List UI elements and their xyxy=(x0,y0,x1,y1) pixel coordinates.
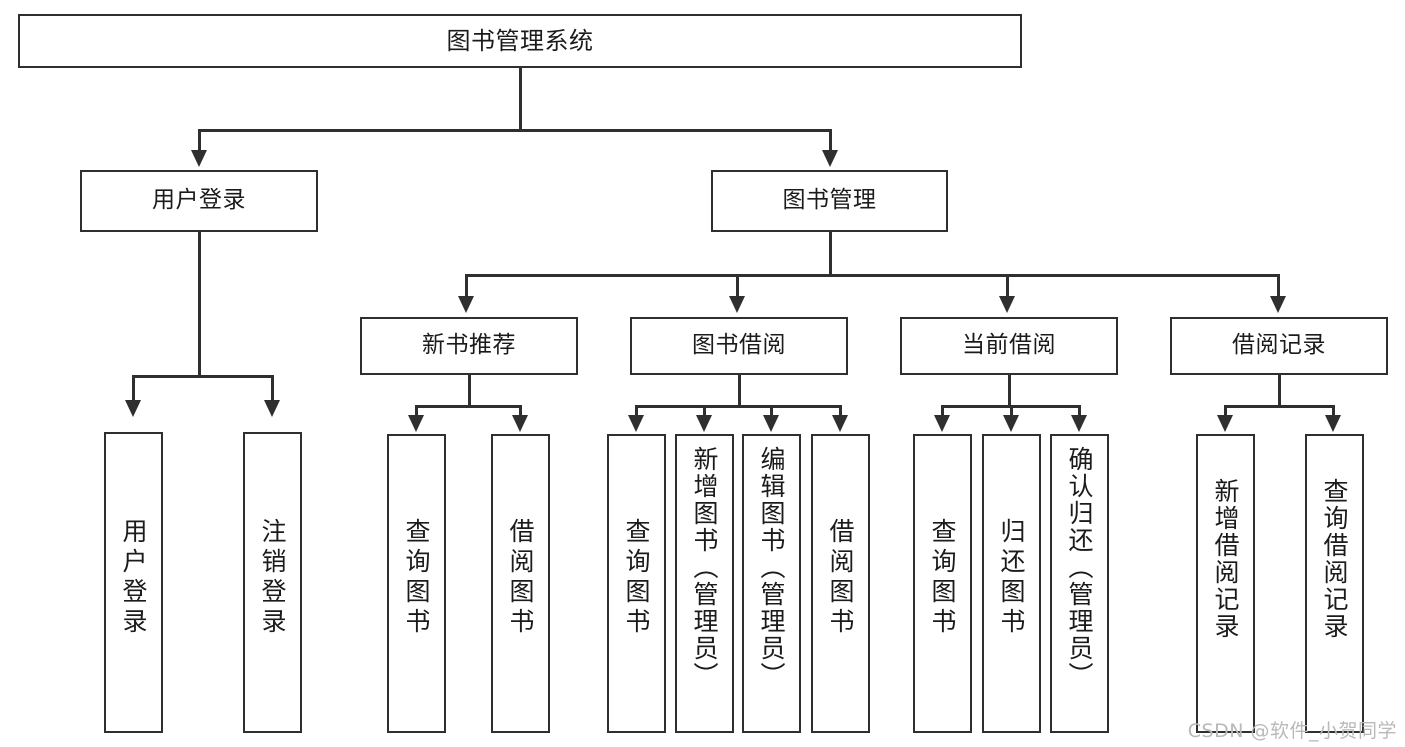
node-book-management[interactable]: 图书管理 xyxy=(711,170,948,232)
node-label: 新书推荐 xyxy=(422,332,516,359)
node-root-book-management-system[interactable]: 图书管理系统 xyxy=(18,14,1022,68)
node-current-borrow[interactable]: 当前借阅 xyxy=(900,317,1118,375)
connector-nbr-drop-1 xyxy=(415,405,418,419)
connector-root-stem xyxy=(519,68,522,131)
node-label: 当前借阅 xyxy=(962,332,1056,359)
node-label: 图书借阅 xyxy=(692,332,786,359)
node-label: 图书管理系统 xyxy=(446,26,594,55)
leaf-current-borrow-return-book[interactable]: 归还图书 xyxy=(982,434,1041,733)
leaf-current-borrow-confirm-return-admin[interactable]: 确认归还（管理员） xyxy=(1050,434,1109,733)
connector-root-drop-2 xyxy=(829,129,832,153)
node-book-borrow[interactable]: 图书借阅 xyxy=(630,317,848,375)
connector-user-login-stem xyxy=(198,232,201,377)
arrow-bm-to-book-borrow xyxy=(729,296,745,313)
arrow-bb-leaf-3 xyxy=(763,415,779,432)
arrow-br-leaf-1 xyxy=(1217,415,1233,432)
connector-cb-drop-1 xyxy=(941,405,944,419)
arrow-bm-to-new-book-recommend xyxy=(458,296,474,313)
leaf-book-borrow-add-book-admin[interactable]: 新增图书（管理员） xyxy=(675,434,734,733)
arrow-bm-to-current-borrow xyxy=(999,296,1015,313)
arrow-bb-leaf-2 xyxy=(696,415,712,432)
leaf-new-book-query-book[interactable]: 查询图书 xyxy=(387,434,446,733)
connector-user-login-drop-2 xyxy=(271,375,274,402)
leaf-book-borrow-edit-book-admin[interactable]: 编辑图书（管理员） xyxy=(742,434,801,733)
connector-bb-stem xyxy=(738,375,741,407)
leaf-book-borrow-query-book[interactable]: 查询图书 xyxy=(607,434,666,733)
connector-cb-drop-2 xyxy=(1010,405,1013,419)
arrow-bb-leaf-4 xyxy=(832,415,848,432)
node-label: 用户登录 xyxy=(152,187,246,214)
arrow-root-to-user-login xyxy=(191,150,207,167)
leaf-new-book-borrow-book[interactable]: 借阅图书 xyxy=(491,434,550,733)
node-borrow-records[interactable]: 借阅记录 xyxy=(1170,317,1388,375)
node-label: 编辑图书（管理员） xyxy=(757,446,786,689)
connector-bb-drop-2 xyxy=(703,405,706,419)
leaf-user-login-login[interactable]: 用户登录 xyxy=(104,432,163,733)
connector-br-bus xyxy=(1224,405,1334,408)
arrow-user-login-leaf-1 xyxy=(125,400,141,417)
connector-bb-drop-4 xyxy=(839,405,842,419)
arrow-cb-leaf-3 xyxy=(1071,415,1087,432)
connector-bb-drop-3 xyxy=(770,405,773,419)
connector-bm-drop-1 xyxy=(465,274,468,298)
node-label: 图书管理 xyxy=(782,187,877,214)
connector-book-management-bus xyxy=(465,274,1279,277)
connector-br-stem xyxy=(1278,375,1281,407)
node-label: 确认归还（管理员） xyxy=(1065,446,1094,689)
connector-bm-drop-2 xyxy=(736,274,739,298)
node-label: 查询图书 xyxy=(402,518,431,638)
connector-bb-drop-1 xyxy=(635,405,638,419)
arrow-bb-leaf-1 xyxy=(628,415,644,432)
node-label: 查询图书 xyxy=(622,518,651,638)
node-label: 借阅图书 xyxy=(506,518,535,638)
leaf-borrow-records-add-record[interactable]: 新增借阅记录 xyxy=(1196,434,1255,733)
connector-bm-drop-4 xyxy=(1277,274,1280,298)
connector-nbr-drop-2 xyxy=(519,405,522,419)
node-label: 用户登录 xyxy=(119,518,148,638)
node-label: 新增图书（管理员） xyxy=(690,446,719,689)
leaf-current-borrow-query-book[interactable]: 查询图书 xyxy=(913,434,972,733)
node-label: 借阅记录 xyxy=(1232,332,1326,359)
connector-nbr-stem xyxy=(468,375,471,407)
node-label: 注销登录 xyxy=(258,518,287,638)
connector-cb-drop-3 xyxy=(1078,405,1081,419)
arrow-cb-leaf-1 xyxy=(934,415,950,432)
node-label: 查询图书 xyxy=(928,518,957,638)
connector-nbr-bus xyxy=(415,405,521,408)
connector-book-management-stem xyxy=(829,232,832,276)
connector-bm-drop-3 xyxy=(1006,274,1009,298)
arrow-nbr-leaf-2 xyxy=(512,415,528,432)
leaf-book-borrow-borrow-book[interactable]: 借阅图书 xyxy=(811,434,870,733)
connector-br-drop-2 xyxy=(1332,405,1335,419)
node-label: 借阅图书 xyxy=(826,518,855,638)
node-label: 归还图书 xyxy=(997,518,1026,638)
connector-user-login-bus xyxy=(132,375,273,378)
csdn-watermark: CSDN @软件_小贺同学 xyxy=(1187,720,1397,742)
leaf-borrow-records-query-record[interactable]: 查询借阅记录 xyxy=(1305,434,1364,733)
connector-root-drop-1 xyxy=(198,129,201,153)
arrow-root-to-book-management xyxy=(822,150,838,167)
arrow-bm-to-borrow-records xyxy=(1270,296,1286,313)
arrow-cb-leaf-2 xyxy=(1003,415,1019,432)
leaf-user-login-logout[interactable]: 注销登录 xyxy=(243,432,302,733)
connector-br-drop-1 xyxy=(1224,405,1227,419)
arrow-nbr-leaf-1 xyxy=(408,415,424,432)
node-label: 新增借阅记录 xyxy=(1211,478,1240,640)
node-user-login[interactable]: 用户登录 xyxy=(80,170,318,232)
connector-bb-bus xyxy=(635,405,841,408)
connector-user-login-drop-1 xyxy=(132,375,135,402)
node-new-book-recommend[interactable]: 新书推荐 xyxy=(360,317,578,375)
arrow-br-leaf-2 xyxy=(1325,415,1341,432)
connector-cb-stem xyxy=(1008,375,1011,407)
node-label: 查询借阅记录 xyxy=(1320,478,1349,640)
arrow-user-login-leaf-2 xyxy=(264,400,280,417)
connector-root-bus xyxy=(198,129,831,132)
